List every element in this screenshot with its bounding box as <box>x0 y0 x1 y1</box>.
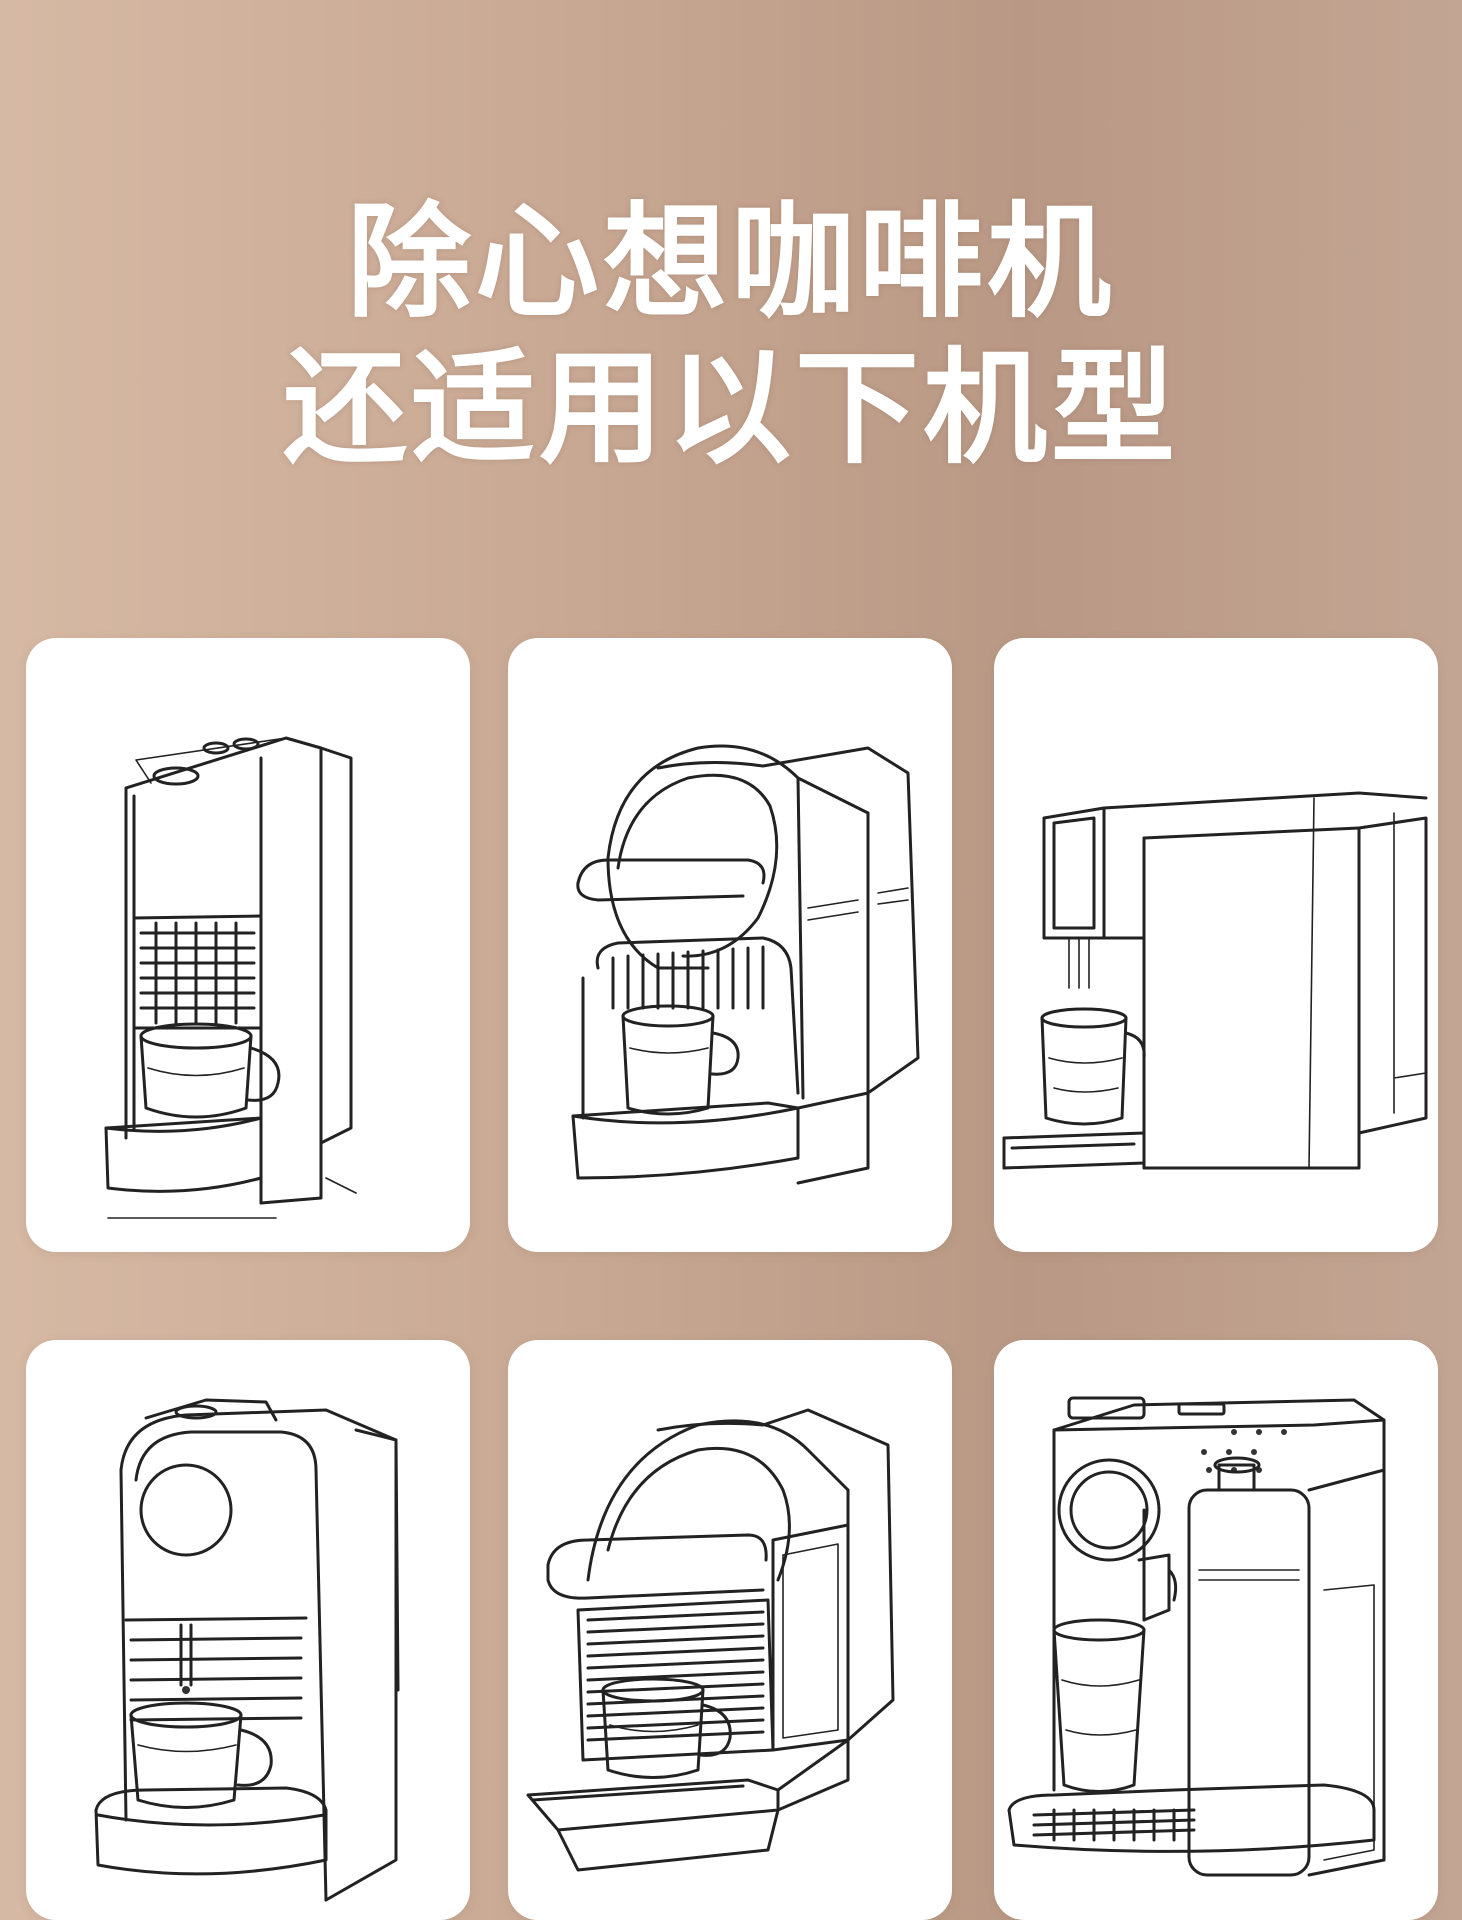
capsule-machine-round-top-icon <box>571 744 920 1185</box>
headline: 除心想咖啡机 还适用以下机型 <box>0 190 1462 482</box>
machine-card-4 <box>26 1340 470 1920</box>
capsule-machine-milk-icon <box>1007 1396 1386 1877</box>
machine-card-6 <box>994 1340 1438 1920</box>
machine-card-2 <box>508 638 952 1252</box>
capsule-machine-wide-icon <box>1002 791 1428 1170</box>
capsule-machine-slim-icon <box>104 736 357 1219</box>
machine-card-3 <box>994 638 1438 1252</box>
machine-card-5 <box>508 1340 952 1920</box>
headline-line-2: 还适用以下机型 <box>282 337 1179 481</box>
machine-card-1 <box>26 638 470 1252</box>
headline-line-1: 除心想咖啡机 <box>346 191 1115 335</box>
capsule-machine-classic-icon <box>526 1408 895 1872</box>
capsule-machine-compact-icon <box>94 1398 400 1902</box>
